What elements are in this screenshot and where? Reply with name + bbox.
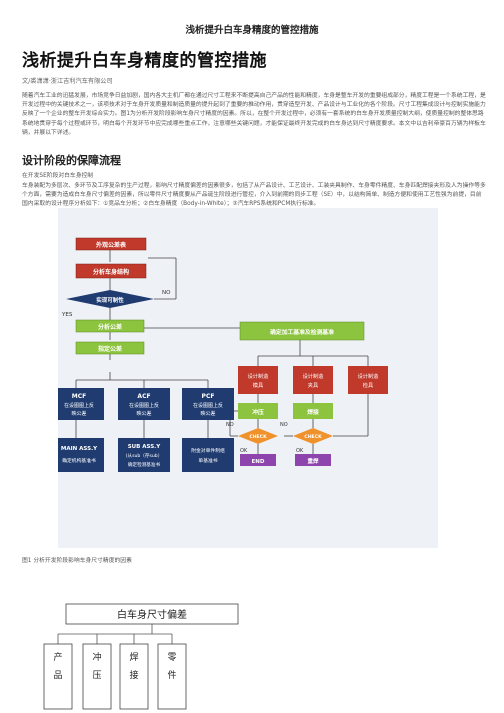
tree-leaf-stamping-char2: 压 bbox=[92, 670, 101, 681]
flow-node-pcf-line2: 在设图图上反 bbox=[193, 402, 223, 409]
figure-caption: 图1 分析开发阶段影响车身尺寸精度的因素 bbox=[22, 558, 132, 564]
flow-node-part-datum-line2: 单基准书 bbox=[198, 457, 217, 464]
flow-node-sub-assy-title: SUB ASS.Y bbox=[128, 444, 162, 450]
flow-node-main-assy bbox=[58, 438, 104, 472]
flow-node-end bbox=[240, 454, 276, 466]
flow-node-analyze-structure bbox=[75, 263, 147, 279]
flow-node-design-die-line1: 设计制造 bbox=[248, 372, 270, 380]
flow-node-pcf-line3: 映公差 bbox=[200, 410, 215, 417]
flow-node-acf bbox=[118, 388, 170, 420]
flow-node-main-assy-line2: 确定机构基准书 bbox=[62, 457, 96, 464]
flow-node-sub-assy-line3: 确定检测基准书 bbox=[128, 461, 161, 468]
flow-node-design-gauge-line1: 设计制造 bbox=[358, 372, 380, 380]
tree-leaf-product-box bbox=[43, 643, 73, 710]
flow-node-design-fixture-line1: 设计制造 bbox=[303, 372, 325, 380]
tree-leaf-stamping-char1: 冲 bbox=[92, 651, 101, 663]
tree-leaf-part-box bbox=[157, 643, 187, 710]
section-subtitle: 在开发SE阶段对白车身控制 bbox=[22, 173, 94, 179]
flow-node-mcf-title: MCF bbox=[72, 393, 86, 400]
flow-node-sub-assy bbox=[118, 438, 170, 472]
tree-leaf-part-char2: 件 bbox=[167, 669, 176, 681]
flow-node-reweld-label: 重焊 bbox=[307, 457, 319, 465]
flow-label-ok-2: OK bbox=[296, 448, 304, 454]
flow-node-design-fixture-line2: 夹具 bbox=[308, 381, 318, 389]
flow-node-stamping-label: 冲压 bbox=[252, 408, 264, 416]
tree-leaf-welding-char1: 焊 bbox=[129, 651, 138, 663]
flow-node-welding-label: 焊接 bbox=[307, 408, 319, 416]
flow-decision-check-1 bbox=[238, 428, 278, 444]
flow-decision-manufacturability bbox=[66, 290, 154, 308]
flow-label-ok-1: OK bbox=[240, 448, 248, 454]
flow-node-sub-assy-line2: (从sub（存sub） bbox=[126, 452, 163, 459]
flow-node-analyze-structure-label: 分析车身结构 bbox=[93, 268, 129, 276]
flow-node-reweld bbox=[295, 454, 331, 466]
deviation-tree-figure: 白车身尺寸偏差 产 品 冲 压 焊 接 零 件 bbox=[43, 603, 239, 710]
tree-leaf-welding-char2: 接 bbox=[129, 669, 138, 681]
flow-node-datum-confirm bbox=[239, 321, 365, 341]
flow-label-no-1: NO bbox=[162, 290, 171, 296]
article-author: 文/裘潇潇·浙江吉利汽车有限公司 bbox=[22, 78, 113, 85]
flow-node-analyze-tolerance bbox=[75, 319, 145, 333]
flowchart-figure: 外观公差表 分析车身结构 实现可制性 NO YES 分析公差 指定公差 MCF … bbox=[58, 208, 438, 548]
intro-paragraph: 随着汽车工业的迅猛发展，市场竞争日益加剧，国内各大主机厂都在通过尺寸工程来不断提… bbox=[22, 93, 486, 136]
flow-decision-check-2 bbox=[293, 428, 333, 444]
flow-decision-check-2-label: CHECK bbox=[304, 434, 322, 440]
flow-node-main-assy-title: MAIN ASS.Y bbox=[61, 446, 98, 452]
flow-node-acf-line2: 在设图图上反 bbox=[129, 402, 159, 409]
flow-node-design-die bbox=[238, 366, 278, 394]
flow-node-pcf-title: PCF bbox=[202, 393, 215, 400]
flow-node-mcf-line3: 映公差 bbox=[71, 410, 86, 417]
tree-leaf-product-char2: 品 bbox=[53, 670, 62, 681]
flow-node-stamping bbox=[238, 403, 278, 419]
flow-node-mcf bbox=[58, 388, 104, 420]
flow-node-welding bbox=[293, 403, 333, 419]
section-title: 设计阶段的保障流程 bbox=[22, 154, 121, 167]
flow-node-acf-line3: 映公差 bbox=[136, 410, 151, 417]
flow-node-part-datum bbox=[182, 438, 234, 472]
flow-node-appearance-tolerance-label: 外观公差表 bbox=[95, 241, 127, 249]
flow-label-no-2: NO bbox=[226, 422, 234, 428]
flow-node-end-label: END bbox=[252, 459, 265, 465]
page-header-title: 浅析提升白车身精度的管控措施 bbox=[185, 25, 319, 36]
flow-node-pcf bbox=[182, 388, 234, 420]
flow-node-design-gauge-line2: 检具 bbox=[363, 381, 373, 389]
flow-node-design-fixture bbox=[293, 366, 333, 394]
tree-leaf-welding-box bbox=[119, 643, 149, 710]
flow-decision-check-1-label: CHECK bbox=[249, 434, 267, 440]
flow-node-mcf-line2: 在设图图上反 bbox=[64, 402, 94, 409]
flow-node-specify-tolerance bbox=[75, 341, 145, 355]
tree-root-box bbox=[65, 603, 239, 625]
tree-root-label: 白车身尺寸偏差 bbox=[117, 608, 187, 621]
flow-node-design-gauge bbox=[348, 366, 388, 394]
tree-leaf-part-char1: 零 bbox=[167, 652, 176, 663]
tree-leaf-product-char1: 产 bbox=[53, 651, 62, 663]
article-title: 浅析提升白车身精度的管控措施 bbox=[22, 51, 267, 71]
flow-label-no-3: NO bbox=[280, 422, 288, 428]
flow-node-datum-confirm-label: 确定加工基准及检测基准 bbox=[270, 328, 334, 336]
flow-label-yes: YES bbox=[61, 312, 73, 318]
flow-node-appearance-tolerance bbox=[75, 237, 147, 251]
section-paragraph: 车身装配为多层次、多环节及工序复杂的生产过程，影响尺寸精度偏差的因素很多，包括了… bbox=[22, 183, 486, 208]
tree-leaf-stamping-box bbox=[82, 643, 112, 710]
flow-decision-manufacturability-label: 实现可制性 bbox=[96, 296, 124, 304]
flow-node-specify-tolerance-label: 指定公差 bbox=[98, 345, 122, 353]
flow-node-design-die-line2: 模具 bbox=[253, 381, 263, 389]
flow-node-part-datum-line1: 附金对单件制组 bbox=[191, 447, 225, 454]
flow-node-acf-title: ACF bbox=[137, 393, 150, 400]
flow-node-analyze-tolerance-label: 分析公差 bbox=[98, 323, 122, 331]
